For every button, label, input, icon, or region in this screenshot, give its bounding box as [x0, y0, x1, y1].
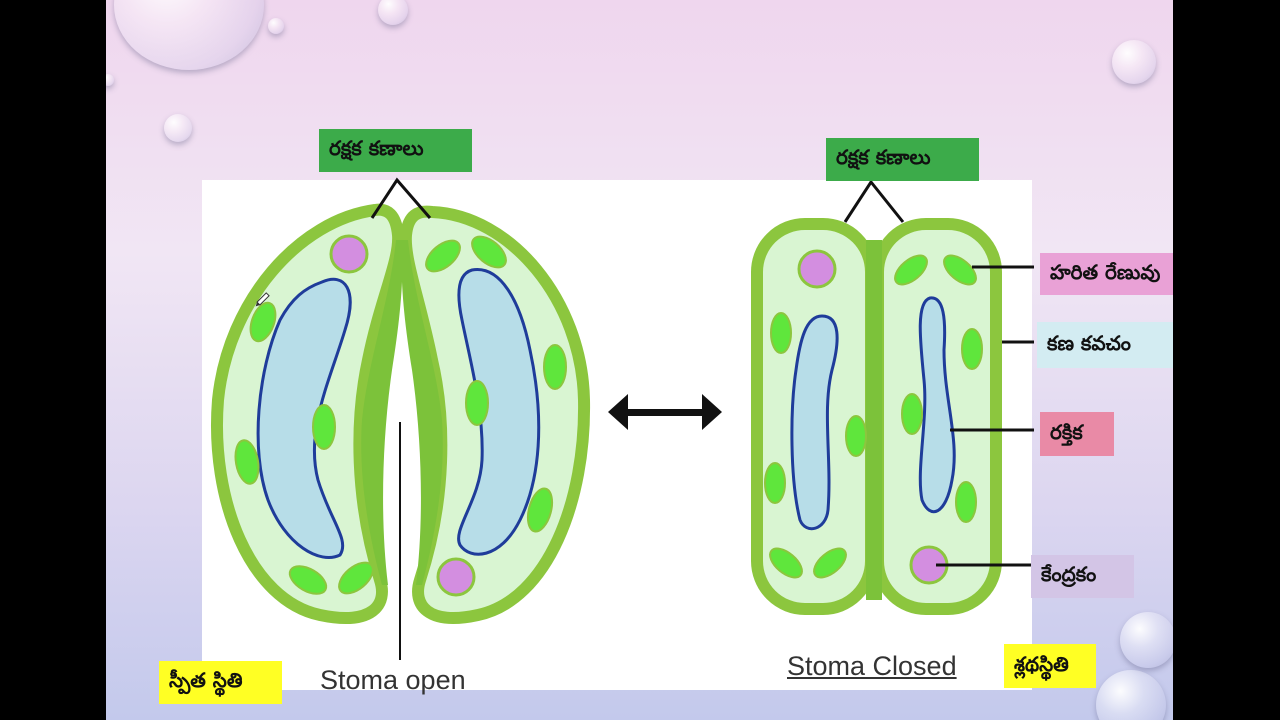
double-arrow-icon [608, 394, 722, 430]
bubble-decoration [1112, 40, 1156, 84]
bubble-decoration [164, 114, 192, 142]
cell-wall-label: కణ కవచం [1037, 322, 1173, 368]
flaccid-state-label: శ్లథస్థితి [1004, 644, 1096, 688]
vacuole-left-closed [790, 314, 839, 531]
vacuole-right-open [457, 268, 541, 556]
bubble-decoration [1096, 670, 1166, 720]
thick-inner-wall-right [401, 240, 443, 585]
thick-inner-wall-left [361, 240, 403, 585]
chloroplasts-closed [764, 254, 983, 579]
bubble-decoration [378, 0, 408, 25]
nucleus-left-closed [797, 249, 837, 289]
closed-pore-wall [866, 240, 882, 600]
chloroplast-label: హరిత రేణువు [1040, 253, 1173, 295]
turgid-state-label: స్పీత స్థితి [159, 661, 282, 704]
vacuole-label: రక్తిక [1040, 412, 1114, 456]
stoma-open-diagram [211, 177, 591, 660]
guard-cells-label-left: రక్షక కణాలు [319, 129, 472, 172]
bubble-decoration [106, 74, 114, 86]
guard-cell-pointer-left [370, 177, 432, 219]
nucleus-left-open [329, 234, 369, 274]
vacuole-left-open [256, 277, 352, 560]
stoma-open-caption: Stoma open [320, 665, 466, 695]
vacuole-right-closed [918, 296, 956, 513]
nucleus-right-open [436, 557, 476, 597]
nucleus-label: కేంద్రకం [1031, 555, 1134, 598]
chloroplasts-open [234, 235, 567, 595]
bubble-decoration [268, 18, 284, 34]
guard-cells-label-right: రక్షక కణాలు [826, 138, 979, 181]
guard-cell-pointer-right [843, 179, 905, 223]
stoma-closed-caption: Stoma Closed [787, 651, 957, 681]
bubble-decoration [1120, 612, 1173, 668]
stoma-closed-diagram [751, 179, 1034, 615]
